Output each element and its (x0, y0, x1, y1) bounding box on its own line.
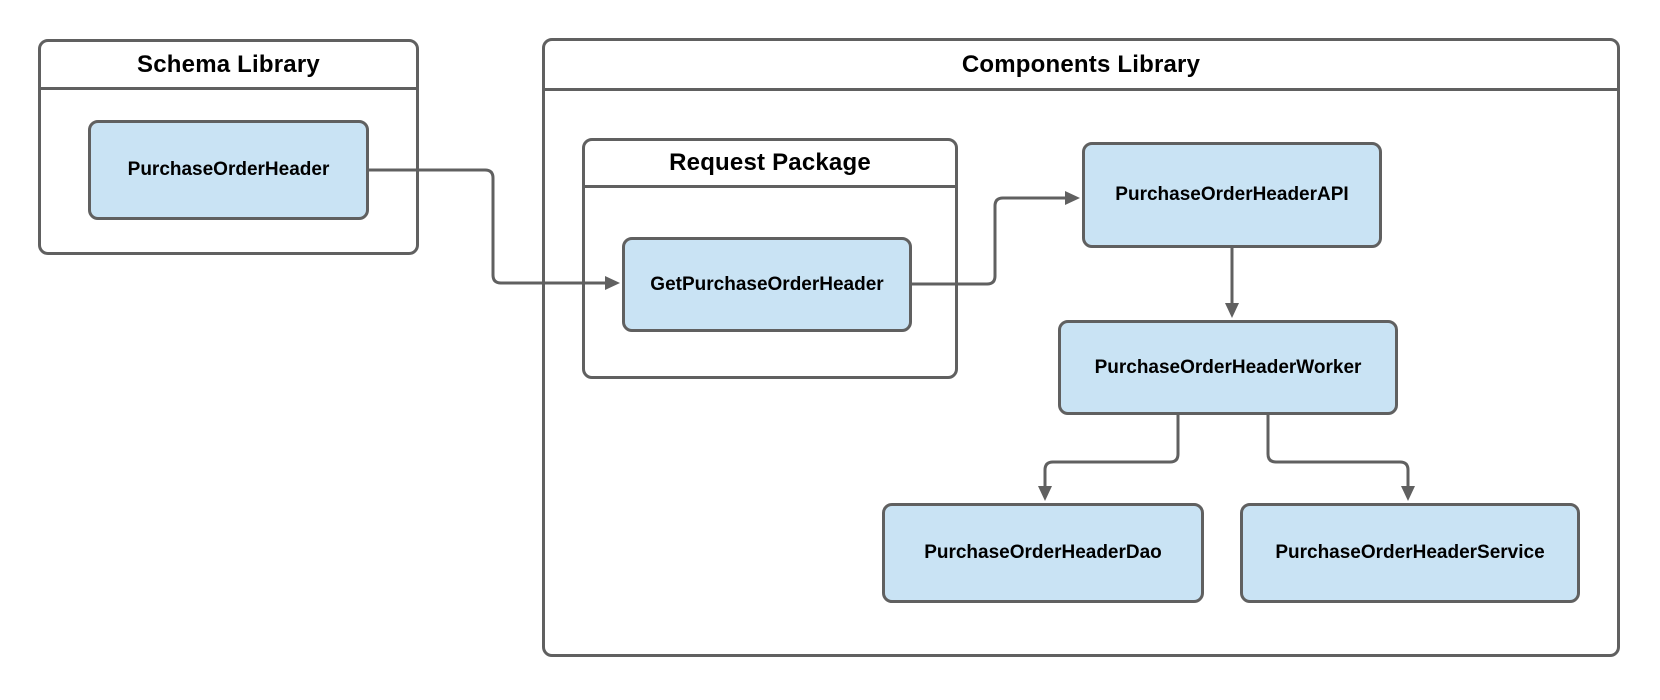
container-schema-library-header: Schema Library (41, 42, 416, 90)
container-title: Schema Library (137, 50, 320, 78)
node-get-purchase-order-header: GetPurchaseOrderHeader (622, 237, 912, 332)
container-title: Request Package (669, 149, 871, 176)
container-components-library-header: Components Library (545, 41, 1617, 91)
node-purchase-order-header-dao: PurchaseOrderHeaderDao (882, 503, 1204, 603)
node-purchase-order-header-worker: PurchaseOrderHeaderWorker (1058, 320, 1398, 415)
node-purchase-order-header-service: PurchaseOrderHeaderService (1240, 503, 1580, 603)
node-purchase-order-header-api: PurchaseOrderHeaderAPI (1082, 142, 1382, 248)
node-label: PurchaseOrderHeader (127, 159, 330, 180)
node-label: GetPurchaseOrderHeader (650, 273, 884, 295)
node-label: PurchaseOrderHeaderDao (924, 542, 1162, 563)
node-label: PurchaseOrderHeaderWorker (1094, 356, 1362, 378)
node-label: PurchaseOrderHeaderService (1275, 542, 1545, 563)
node-purchase-order-header: PurchaseOrderHeader (88, 120, 369, 220)
container-request-package-header: Request Package (585, 141, 955, 188)
node-label: PurchaseOrderHeaderAPI (1115, 184, 1349, 205)
container-title: Components Library (961, 50, 1201, 78)
